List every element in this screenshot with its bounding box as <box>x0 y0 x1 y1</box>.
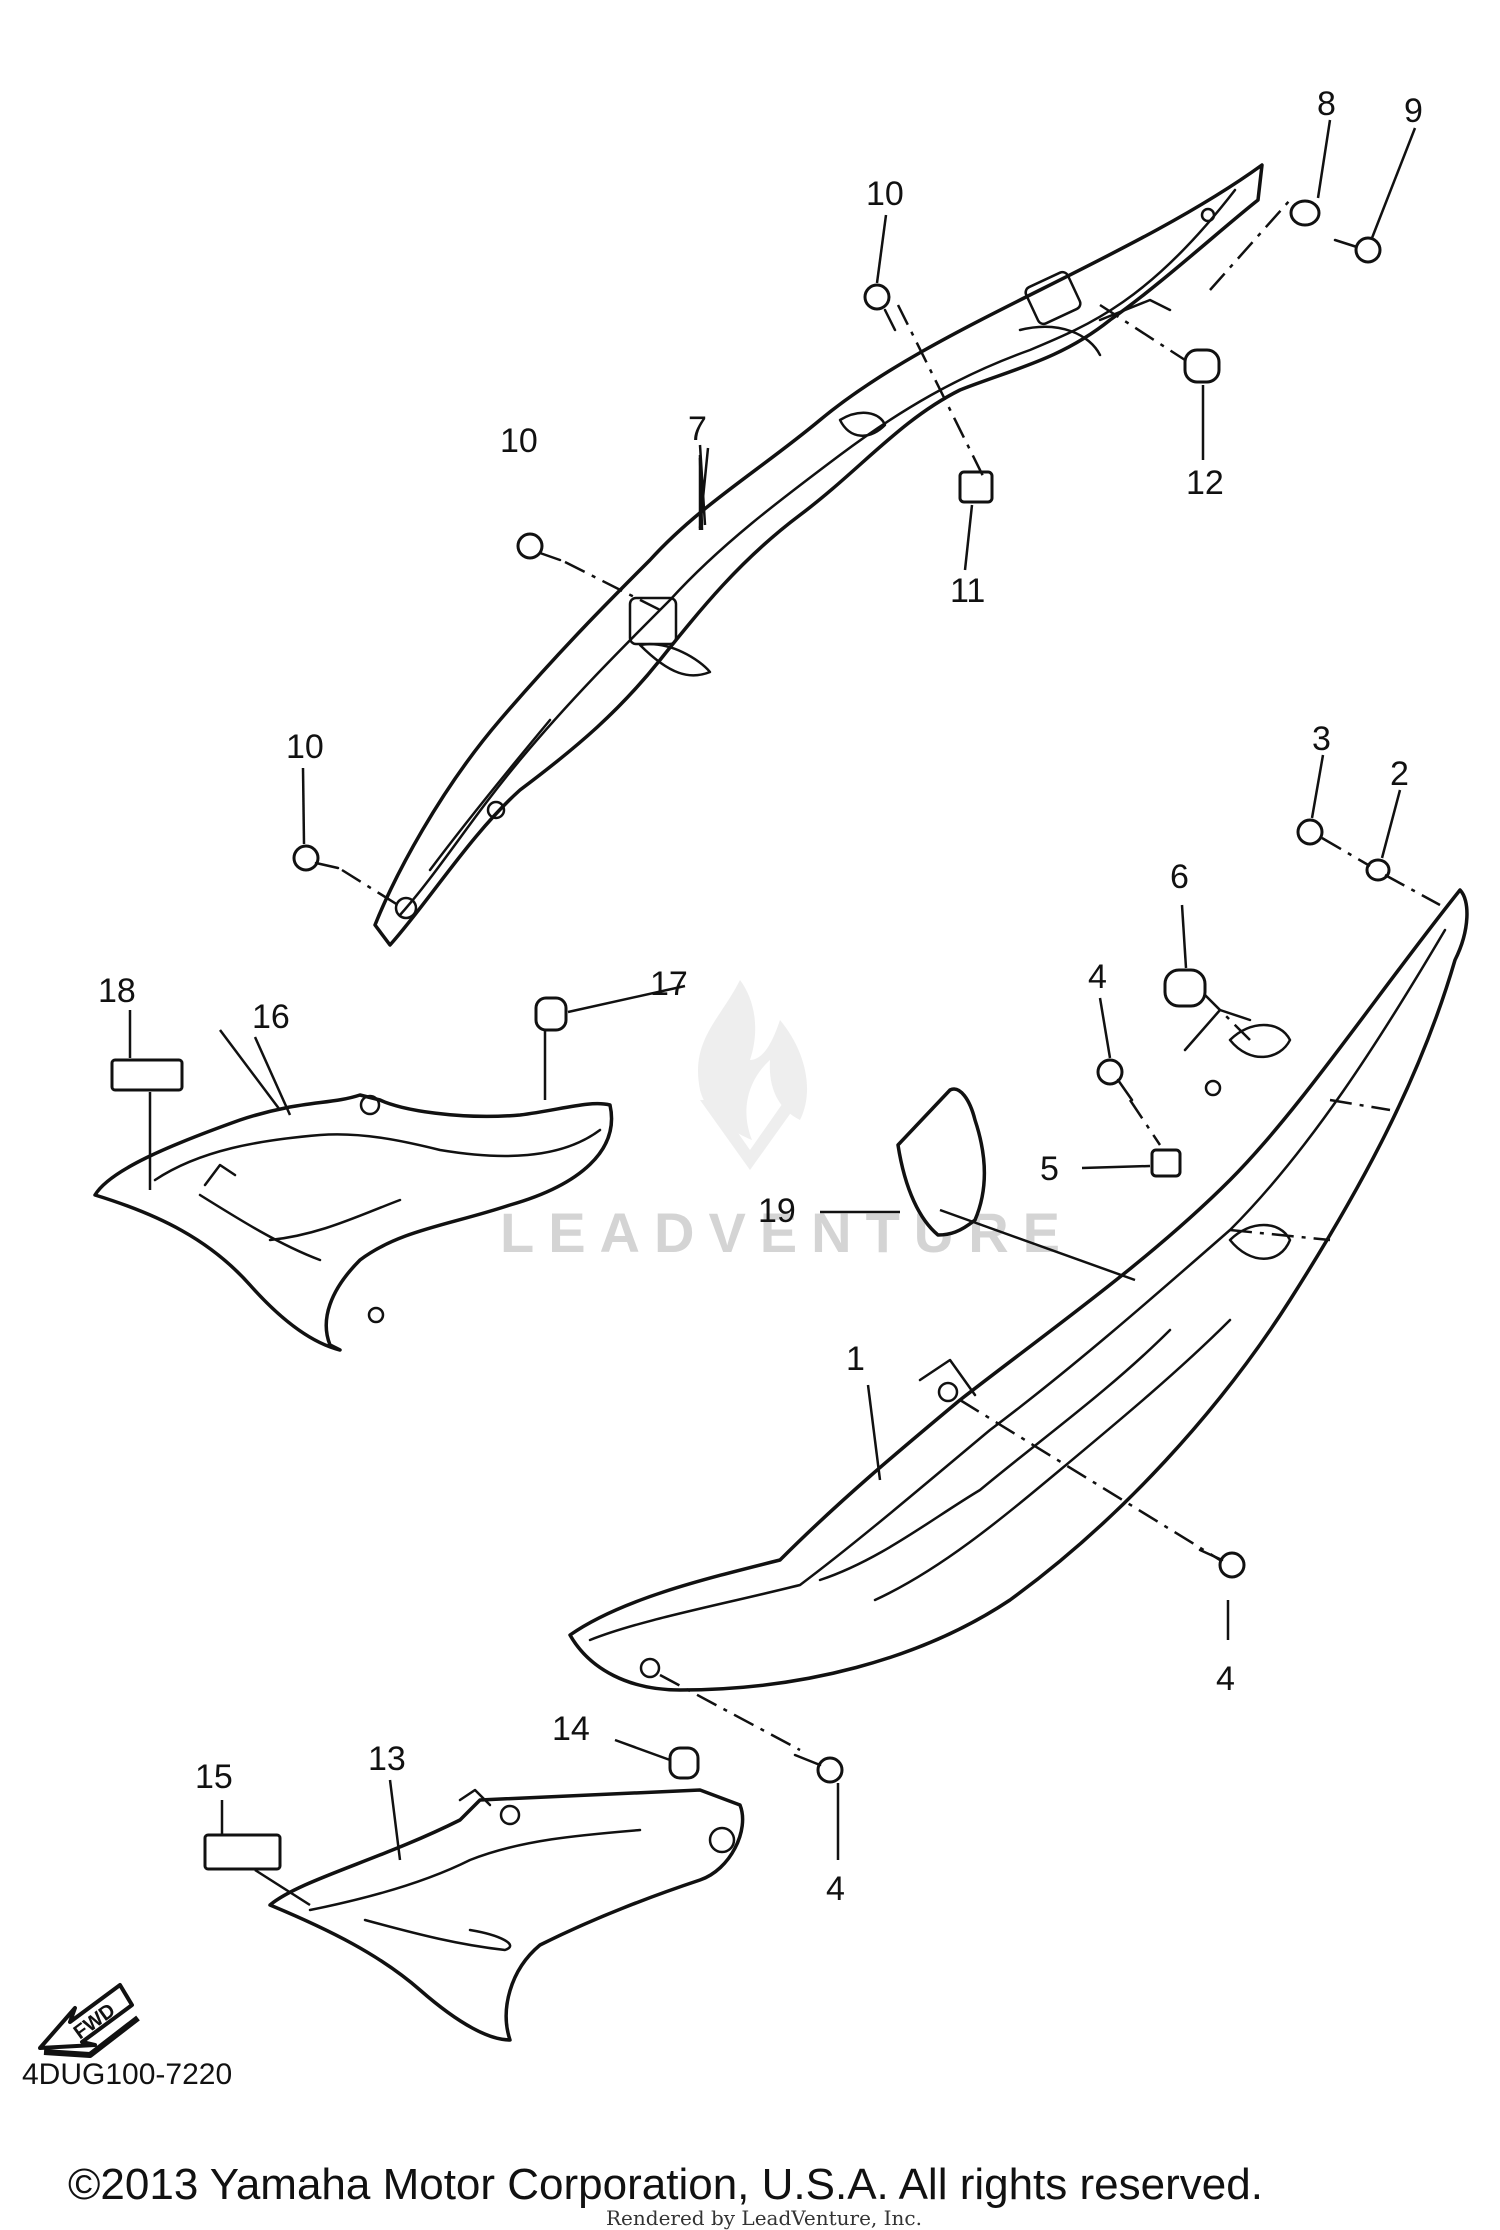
part-14-grommet <box>668 1746 700 1780</box>
part-1-side-cover <box>568 888 1469 1692</box>
callout-4-a: 4 <box>1088 958 1107 996</box>
copyright-notice: ©2013 Yamaha Motor Corporation, U.S.A. A… <box>68 2160 1263 2209</box>
callout-10-upper: 10 <box>866 175 904 213</box>
callout-17: 17 <box>650 965 688 1003</box>
callout-18: 18 <box>98 972 136 1010</box>
callout-15: 15 <box>195 1758 233 1796</box>
callout-9: 9 <box>1404 92 1423 130</box>
part-4-screw-b <box>1198 1548 1246 1579</box>
callout-4-b: 4 <box>1216 1660 1235 1698</box>
callout-10-middle: 10 <box>500 422 538 460</box>
part-13-side-panel <box>268 1788 745 2042</box>
callout-11: 11 <box>950 572 985 610</box>
part-10-screw-middle <box>516 532 562 562</box>
callout-3: 3 <box>1312 720 1331 758</box>
part-17-grommet <box>534 996 568 1032</box>
part-11-nut <box>958 470 994 504</box>
part-3-screw <box>1296 818 1324 846</box>
callout-12: 12 <box>1186 464 1224 502</box>
part-6-grommet <box>1163 968 1207 1008</box>
callout-14: 14 <box>552 1710 590 1748</box>
part-12-grommet <box>1183 348 1221 384</box>
part-9-screw <box>1333 236 1382 264</box>
part-4-screw-a <box>1096 1058 1134 1102</box>
callout-4-c: 4 <box>826 1870 845 1908</box>
part-5-nut <box>1150 1148 1182 1178</box>
part-10-screw-upper <box>863 283 897 332</box>
callout-10-lower: 10 <box>286 728 324 766</box>
callout-8: 8 <box>1317 85 1336 123</box>
part-15-pad <box>203 1833 282 1871</box>
part-16-side-panel <box>93 1093 614 1352</box>
part-8-washer <box>1289 199 1321 227</box>
callout-2: 2 <box>1390 755 1409 793</box>
diagram-code: 4DUG100-7220 <box>22 2058 233 2091</box>
part-7-side-cover-rail <box>373 163 1264 947</box>
dashed-lines <box>341 199 1441 1752</box>
callout-5: 5 <box>1040 1150 1059 1188</box>
part-10-screw-lower <box>292 844 340 872</box>
watermark-logo-icon <box>698 980 808 1170</box>
callout-16: 16 <box>252 998 290 1036</box>
callout-7: 7 <box>688 410 707 448</box>
fwd-arrow-icon: FWD <box>38 1983 140 2058</box>
callout-13: 13 <box>368 1740 406 1778</box>
callout-6: 6 <box>1170 858 1189 896</box>
part-2-washer <box>1365 858 1391 882</box>
part-18-pad <box>110 1058 184 1092</box>
callout-1: 1 <box>846 1340 865 1378</box>
rendered-by-credit: Rendered by LeadVenture, Inc. <box>606 2206 922 2230</box>
callout-19: 19 <box>758 1192 796 1230</box>
callouts: 8 9 10 10 10 7 11 12 3 2 6 4 5 19 17 18 … <box>98 85 1423 1908</box>
leader-lines <box>128 119 1417 1907</box>
part-4-screw-c <box>793 1753 844 1784</box>
part-19-label <box>896 1087 987 1237</box>
